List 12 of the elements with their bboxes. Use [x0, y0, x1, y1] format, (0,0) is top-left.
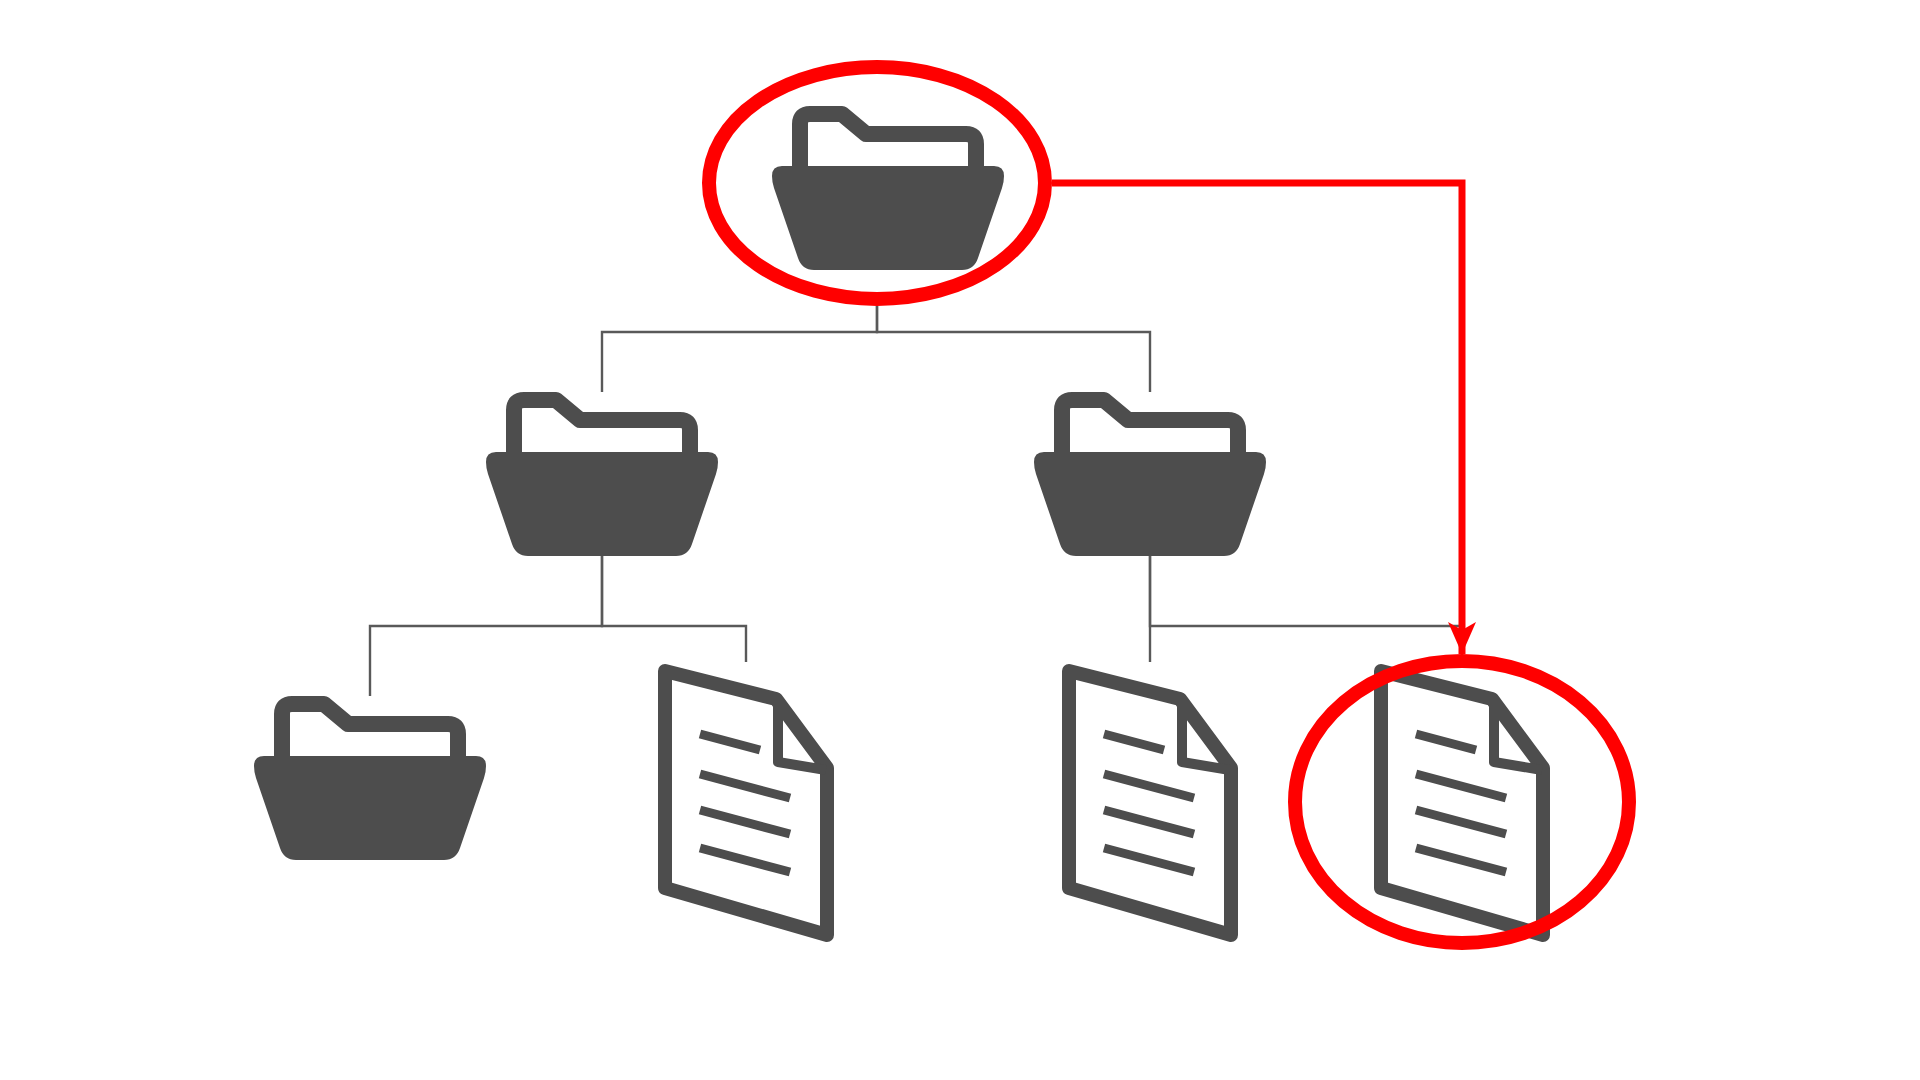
folder-icon — [486, 392, 718, 556]
folder-icon — [772, 106, 1004, 270]
connector-line — [600, 556, 748, 662]
connector-line — [875, 306, 1152, 392]
document-icon — [656, 662, 836, 944]
folder-icon — [1034, 392, 1266, 556]
folder-icon — [254, 696, 486, 860]
document-icon — [1372, 662, 1552, 944]
highlight-ellipse — [1288, 654, 1636, 950]
arrow — [1052, 179, 1476, 654]
document-icon — [1060, 662, 1240, 944]
highlight-ellipse — [702, 60, 1052, 306]
